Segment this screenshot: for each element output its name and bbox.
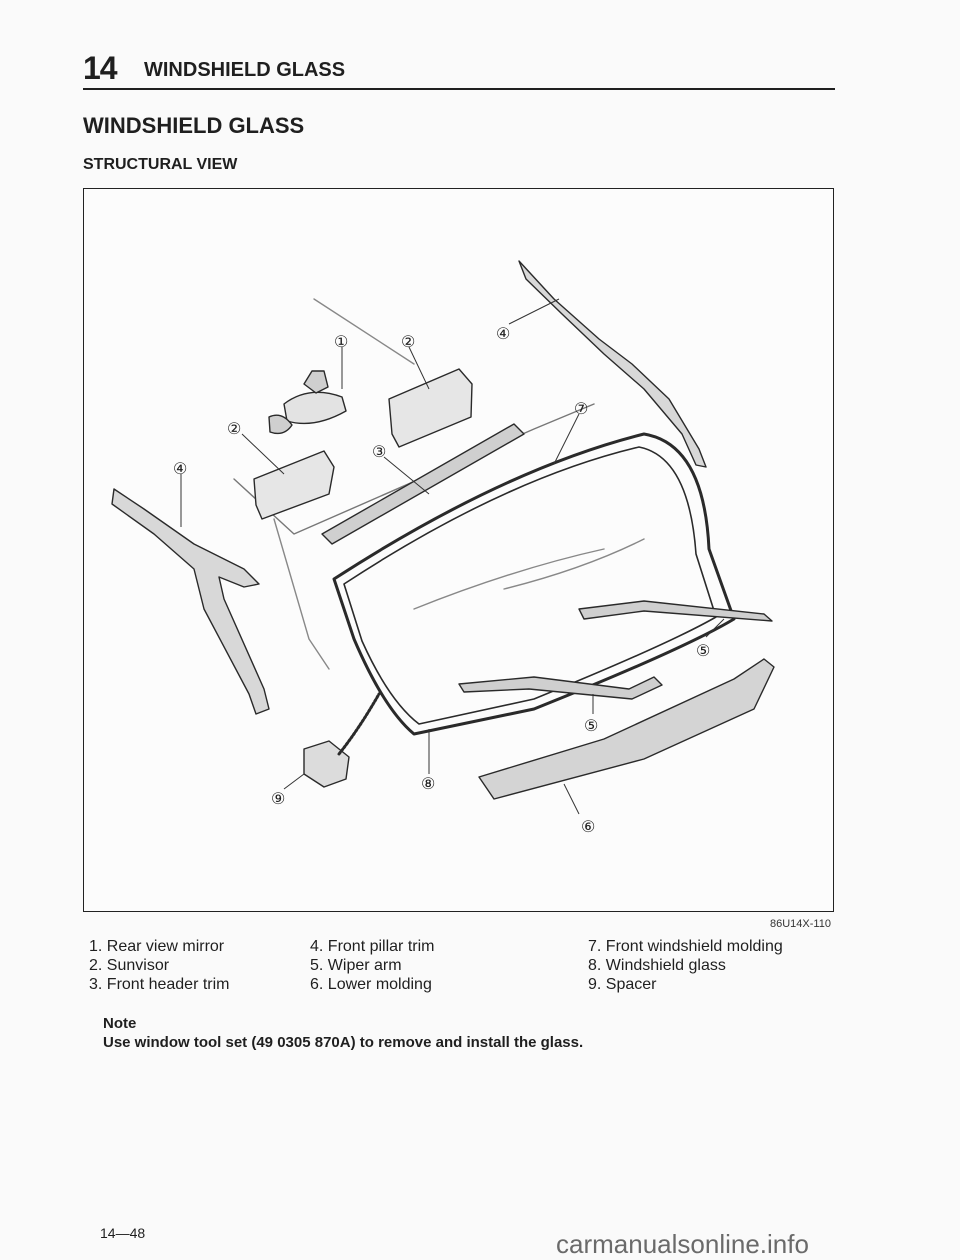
- figure-code: 86U14X-110: [770, 918, 831, 930]
- windshield-molding: [332, 432, 736, 736]
- body-opening-left: [273, 518, 330, 670]
- legend-item: 6. Lower molding: [310, 976, 432, 993]
- structural-view-figure: ① ② ② ③ ④ ④ ⑦ ⑤ ⑤ ⑧ ⑨ ⑥: [83, 188, 834, 912]
- spacer-part: [303, 740, 350, 788]
- spacer-strip: [337, 692, 381, 756]
- mirror-cover: [268, 414, 293, 435]
- mirror-stem: [303, 370, 329, 394]
- legend-item: 5. Wiper arm: [310, 957, 402, 974]
- right-pillar-trim: [518, 260, 707, 468]
- callout-3: ③: [372, 442, 386, 461]
- wiper-arm-right: [578, 600, 773, 622]
- windshield-glass: [343, 446, 717, 725]
- callout-1: ①: [334, 332, 348, 351]
- callout-4b: ④: [496, 324, 510, 343]
- section-title: STRUCTURAL VIEW: [83, 156, 238, 173]
- chapter-header: 14 WINDSHIELD GLASS: [83, 50, 835, 90]
- glass-reflection-2: [503, 538, 645, 590]
- front-header-trim: [321, 423, 525, 545]
- chapter-title: WINDSHIELD GLASS: [144, 59, 346, 81]
- wiper-arm-left: [458, 676, 663, 700]
- callout-6: ⑥: [581, 817, 595, 836]
- note-text: Use window tool set (49 0305 870A) to re…: [103, 1034, 584, 1051]
- callout-9: ⑨: [271, 789, 285, 808]
- callouts: ① ② ② ③ ④ ④ ⑦ ⑤ ⑤ ⑧ ⑨ ⑥: [173, 298, 725, 836]
- roof-line: [313, 298, 415, 365]
- callout-2b: ②: [227, 419, 241, 438]
- legend-item: 2. Sunvisor: [89, 957, 170, 974]
- watermark-link[interactable]: carmanualsonline.info: [556, 1229, 809, 1259]
- legend-column-3: 7. Front windshield molding 8. Windshiel…: [588, 937, 783, 994]
- note-label: Note: [103, 1015, 137, 1032]
- legend-item: 9. Spacer: [588, 976, 657, 993]
- legend-item: 7. Front windshield molding: [588, 938, 783, 955]
- left-sunvisor: [253, 450, 335, 520]
- callout-8: ⑧: [421, 774, 435, 793]
- callout-4a: ④: [173, 459, 187, 478]
- header-divider: [83, 88, 835, 90]
- right-sunvisor: [388, 368, 473, 448]
- page-title: WINDSHIELD GLASS: [83, 113, 305, 138]
- page-number: 14—48: [100, 1225, 146, 1241]
- callout-5a: ⑤: [696, 641, 710, 660]
- legend-item: 4. Front pillar trim: [310, 938, 435, 955]
- legend-item: 8. Windshield glass: [588, 957, 726, 974]
- legend-column-2: 4. Front pillar trim 5. Wiper arm 6. Low…: [310, 937, 434, 994]
- legend-item: 1. Rear view mirror: [89, 938, 225, 955]
- lower-molding: [478, 658, 775, 800]
- windshield-exploded-diagram: ① ② ② ③ ④ ④ ⑦ ⑤ ⑤ ⑧ ⑨ ⑥: [111, 260, 775, 836]
- legend-item: 3. Front header trim: [89, 976, 230, 993]
- left-pillar-trim: [111, 488, 270, 715]
- callout-5b: ⑤: [584, 716, 598, 735]
- legend-column-1: 1. Rear view mirror 2. Sunvisor 3. Front…: [89, 937, 230, 994]
- glass-reflection-1: [413, 548, 605, 610]
- callout-7: ⑦: [574, 399, 588, 418]
- chapter-number: 14: [83, 50, 118, 86]
- rear-view-mirror-shape: [283, 391, 347, 425]
- callout-2a: ②: [401, 332, 415, 351]
